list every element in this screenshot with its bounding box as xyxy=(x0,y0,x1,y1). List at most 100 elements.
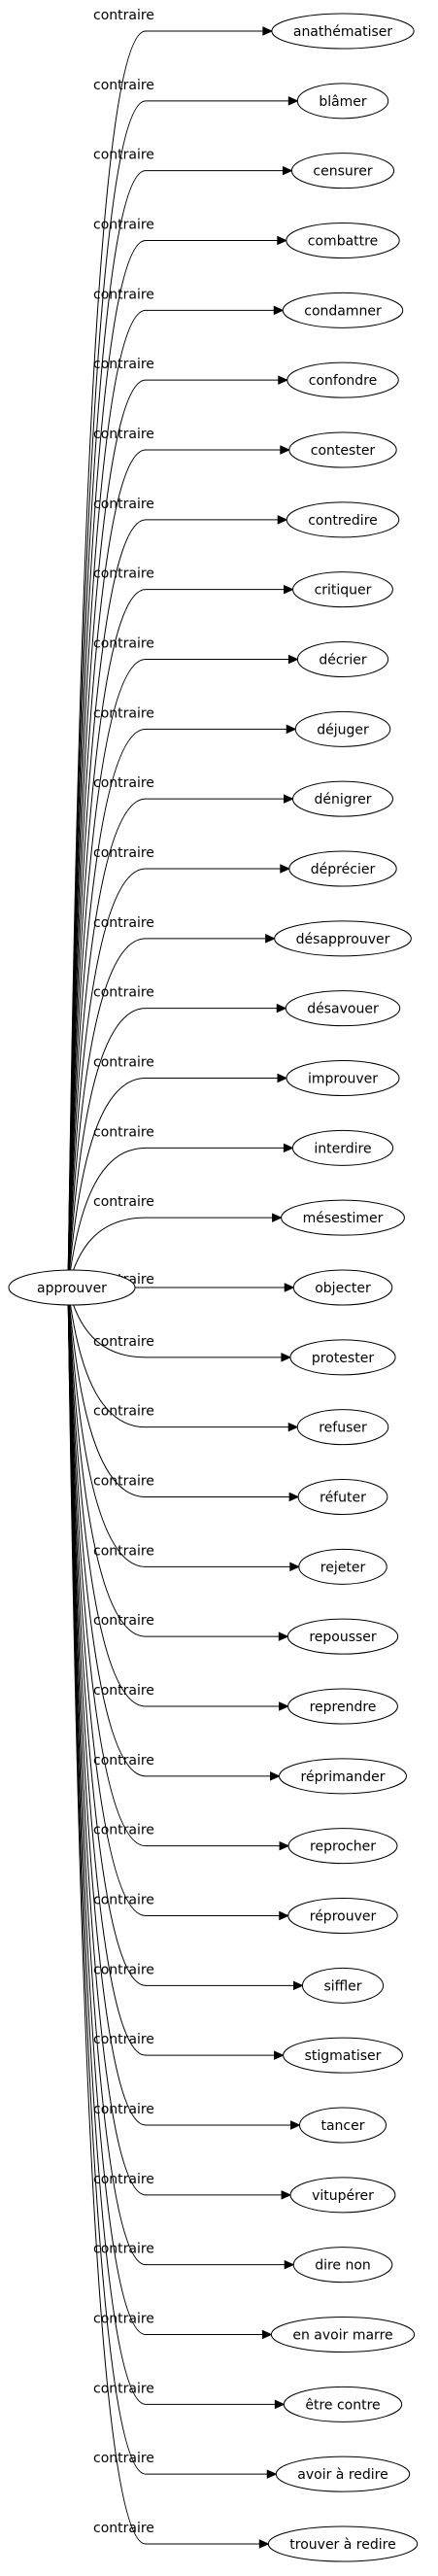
target-node-label: désavouer xyxy=(307,1002,379,1017)
target-node[interactable]: critiquer xyxy=(292,571,393,608)
edge-arrowhead xyxy=(272,1213,283,1222)
target-node[interactable]: désapprouver xyxy=(274,920,412,957)
target-node[interactable]: stigmatiser xyxy=(283,2037,403,2074)
edge-arrowhead xyxy=(289,1562,301,1572)
edge-arrowhead xyxy=(276,1003,287,1013)
edge-line xyxy=(67,1287,280,1916)
edge-label: contraire xyxy=(93,1543,154,1559)
target-node-label: anathématiser xyxy=(293,24,393,40)
edge-arrowhead xyxy=(262,26,274,36)
edge-arrowhead xyxy=(277,515,288,525)
edge-line xyxy=(67,1287,271,1777)
edge-line xyxy=(67,1287,268,2475)
target-node-ellipse xyxy=(291,1129,394,1166)
target-node[interactable]: désavouer xyxy=(285,990,401,1027)
target-node[interactable]: réprouver xyxy=(287,1898,398,1934)
target-node[interactable]: déprécier xyxy=(288,850,397,887)
target-node-ellipse xyxy=(267,2525,419,2562)
target-node-ellipse xyxy=(286,501,400,538)
target-node-ellipse xyxy=(288,431,397,468)
target-node[interactable]: improuver xyxy=(286,1060,400,1096)
edge-arrowhead xyxy=(270,1771,281,1781)
target-node[interactable]: mésestimer xyxy=(281,1199,405,1236)
target-node[interactable]: tancer xyxy=(298,2107,387,2144)
edge-label: contraire xyxy=(93,1753,154,1769)
target-node[interactable]: protester xyxy=(289,1339,396,1376)
edge-arrowhead xyxy=(289,2120,301,2130)
target-node-label: refuser xyxy=(319,1421,367,1436)
target-node-label: siffler xyxy=(323,1978,361,1994)
edge-arrowhead xyxy=(279,1840,290,1851)
target-node-label: déjuger xyxy=(317,722,369,738)
target-node[interactable]: censurer xyxy=(290,153,395,189)
target-node-label: confondre xyxy=(309,373,377,389)
target-node[interactable]: être contre xyxy=(283,2386,403,2422)
target-node[interactable]: anathématiser xyxy=(271,13,415,50)
edge-label: contraire xyxy=(93,218,154,233)
target-node-ellipse xyxy=(279,1758,407,1795)
target-node[interactable]: reprocher xyxy=(287,1828,398,1865)
target-node-ellipse xyxy=(270,2317,416,2353)
target-node-label: condamner xyxy=(304,303,382,319)
edge-line xyxy=(67,1287,290,1497)
target-node[interactable]: reprendre xyxy=(287,1688,398,1725)
edge-arrowhead xyxy=(280,864,291,874)
target-node[interactable]: réprimander xyxy=(279,1758,407,1795)
target-node-label: critiquer xyxy=(315,583,372,599)
target-node[interactable]: déjuger xyxy=(294,710,391,747)
target-node-label: repousser xyxy=(309,1630,377,1645)
target-node[interactable]: repousser xyxy=(286,1618,399,1655)
edge-line xyxy=(67,1287,275,2056)
target-node[interactable]: refuser xyxy=(296,1409,389,1446)
target-node[interactable]: en avoir marre xyxy=(270,2317,416,2353)
target-node-label: contester xyxy=(311,443,376,459)
target-node[interactable]: décrier xyxy=(296,641,389,677)
target-node[interactable]: trouver à redire xyxy=(267,2525,419,2562)
target-node[interactable]: dire non xyxy=(292,2247,393,2284)
target-node[interactable]: interdire xyxy=(291,1129,394,1166)
edge-arrowhead xyxy=(261,2329,273,2340)
target-node-ellipse xyxy=(283,2037,403,2074)
edge-line xyxy=(67,1287,260,2545)
target-node[interactable]: réfuter xyxy=(297,1479,388,1515)
target-node[interactable]: rejeter xyxy=(298,1548,387,1585)
edge-line xyxy=(67,868,281,1288)
edges-layer: contraire contraire contraire contraire cont… xyxy=(67,8,304,2549)
edge-label: contraire xyxy=(93,915,154,931)
edge-label: contraire xyxy=(93,2172,154,2187)
target-node[interactable]: contredire xyxy=(286,501,400,538)
target-node-ellipse xyxy=(298,1548,387,1585)
target-node-label: combattre xyxy=(308,234,378,250)
target-node[interactable]: blâmer xyxy=(296,83,389,120)
source-node[interactable]: approuver xyxy=(8,1269,136,1306)
edge-arrowhead xyxy=(278,375,289,385)
target-node[interactable]: vitupérer xyxy=(289,2177,396,2214)
edge-arrowhead xyxy=(287,1422,299,1432)
edge-line xyxy=(67,100,289,1288)
edge-arrowhead xyxy=(265,934,276,944)
target-node[interactable]: avoir à redire xyxy=(275,2456,411,2492)
edge-arrowhead xyxy=(281,1353,292,1362)
edge-line xyxy=(67,519,279,1288)
edge-line xyxy=(67,938,266,1288)
target-node[interactable]: condamner xyxy=(282,292,404,328)
target-node[interactable]: dénigrer xyxy=(292,780,393,817)
target-node[interactable]: siffler xyxy=(301,1967,385,2004)
target-node-label: mésestimer xyxy=(303,1211,384,1226)
edge-label: contraire xyxy=(93,287,154,302)
target-node-ellipse xyxy=(292,780,393,817)
target-node[interactable]: combattre xyxy=(286,223,400,258)
target-node[interactable]: contester xyxy=(288,431,397,468)
edge-label: contraire xyxy=(93,357,154,372)
target-node-ellipse xyxy=(285,990,401,1027)
target-node[interactable]: objecter xyxy=(292,1269,393,1306)
target-node-label: objecter xyxy=(315,1281,371,1296)
edge-line xyxy=(67,589,285,1288)
target-node-ellipse xyxy=(282,292,404,328)
target-node-ellipse xyxy=(286,361,399,398)
target-node-ellipse xyxy=(301,1967,385,2004)
edge-label: contraire xyxy=(93,2032,154,2047)
edge-arrowhead xyxy=(277,235,288,246)
edge-label: contraire xyxy=(93,1893,154,1908)
target-node[interactable]: confondre xyxy=(286,361,399,398)
